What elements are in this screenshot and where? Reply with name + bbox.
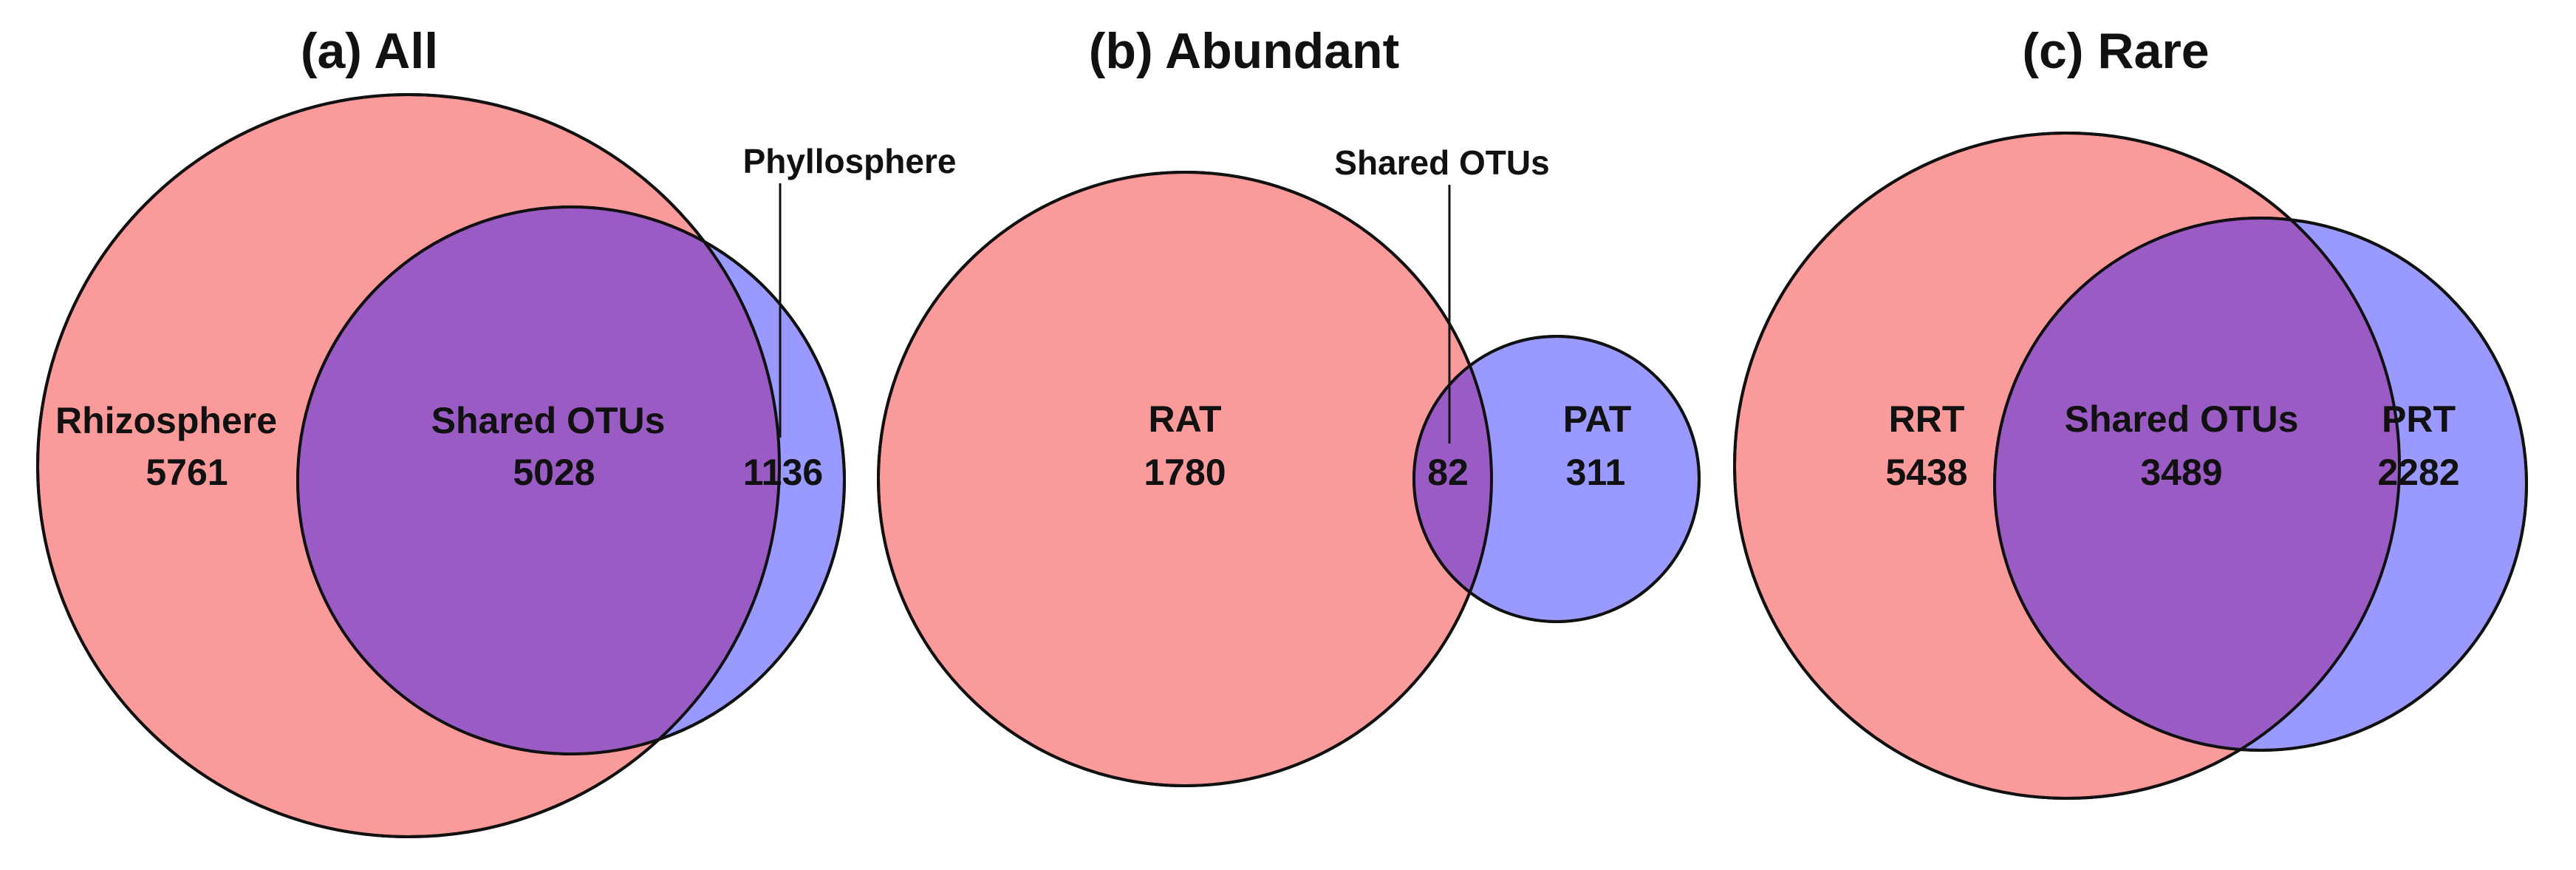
- rhizosphere-label: Rhizosphere: [55, 400, 277, 441]
- rare-shared-count: 3489: [2140, 452, 2222, 493]
- prt-outline: [1993, 217, 2528, 752]
- rrt-count: 5438: [1885, 452, 1967, 493]
- prt-label: PRT: [2382, 398, 2456, 440]
- panel-abundant: (b) Abundant Shared OTUs RAT 1780 82 PAT…: [877, 23, 1701, 787]
- phyllosphere-outline: [296, 205, 846, 755]
- pat-label: PAT: [1563, 398, 1632, 440]
- abundant-shared-label: Shared OTUs: [1334, 143, 1549, 182]
- panel-rare-title: (c) Rare: [2022, 23, 2209, 79]
- panel-all-title: (a) All: [301, 23, 438, 79]
- all-shared-label: Shared OTUs: [431, 400, 666, 441]
- rat-label: RAT: [1148, 398, 1221, 440]
- rhizosphere-outline: [36, 93, 781, 838]
- rrt-outline: [1733, 132, 2401, 800]
- panel-abundant-title: (b) Abundant: [1089, 23, 1399, 79]
- rrt-label: RRT: [1889, 398, 1965, 440]
- all-overlap-region: [298, 207, 779, 754]
- rat-outline: [877, 171, 1493, 787]
- rat-count: 1780: [1144, 452, 1226, 493]
- panel-rare: (c) Rare RRT 5438 Shared OTUs 3489 PRT 2…: [1733, 23, 2528, 800]
- phyllosphere-label: Phyllosphere: [743, 142, 957, 180]
- panel-all: (a) All Rhizosphere 5761 Shared OTUs 502…: [36, 23, 957, 838]
- abundant-shared-count: 82: [1427, 452, 1469, 493]
- phyllosphere-count: 1136: [743, 452, 823, 493]
- prt-count: 2282: [2377, 452, 2459, 493]
- all-shared-count: 5028: [513, 452, 595, 493]
- rhizosphere-count: 5761: [146, 452, 228, 493]
- pat-count: 311: [1566, 452, 1626, 493]
- pat-outline: [1412, 335, 1701, 623]
- rare-shared-label: Shared OTUs: [2065, 398, 2299, 440]
